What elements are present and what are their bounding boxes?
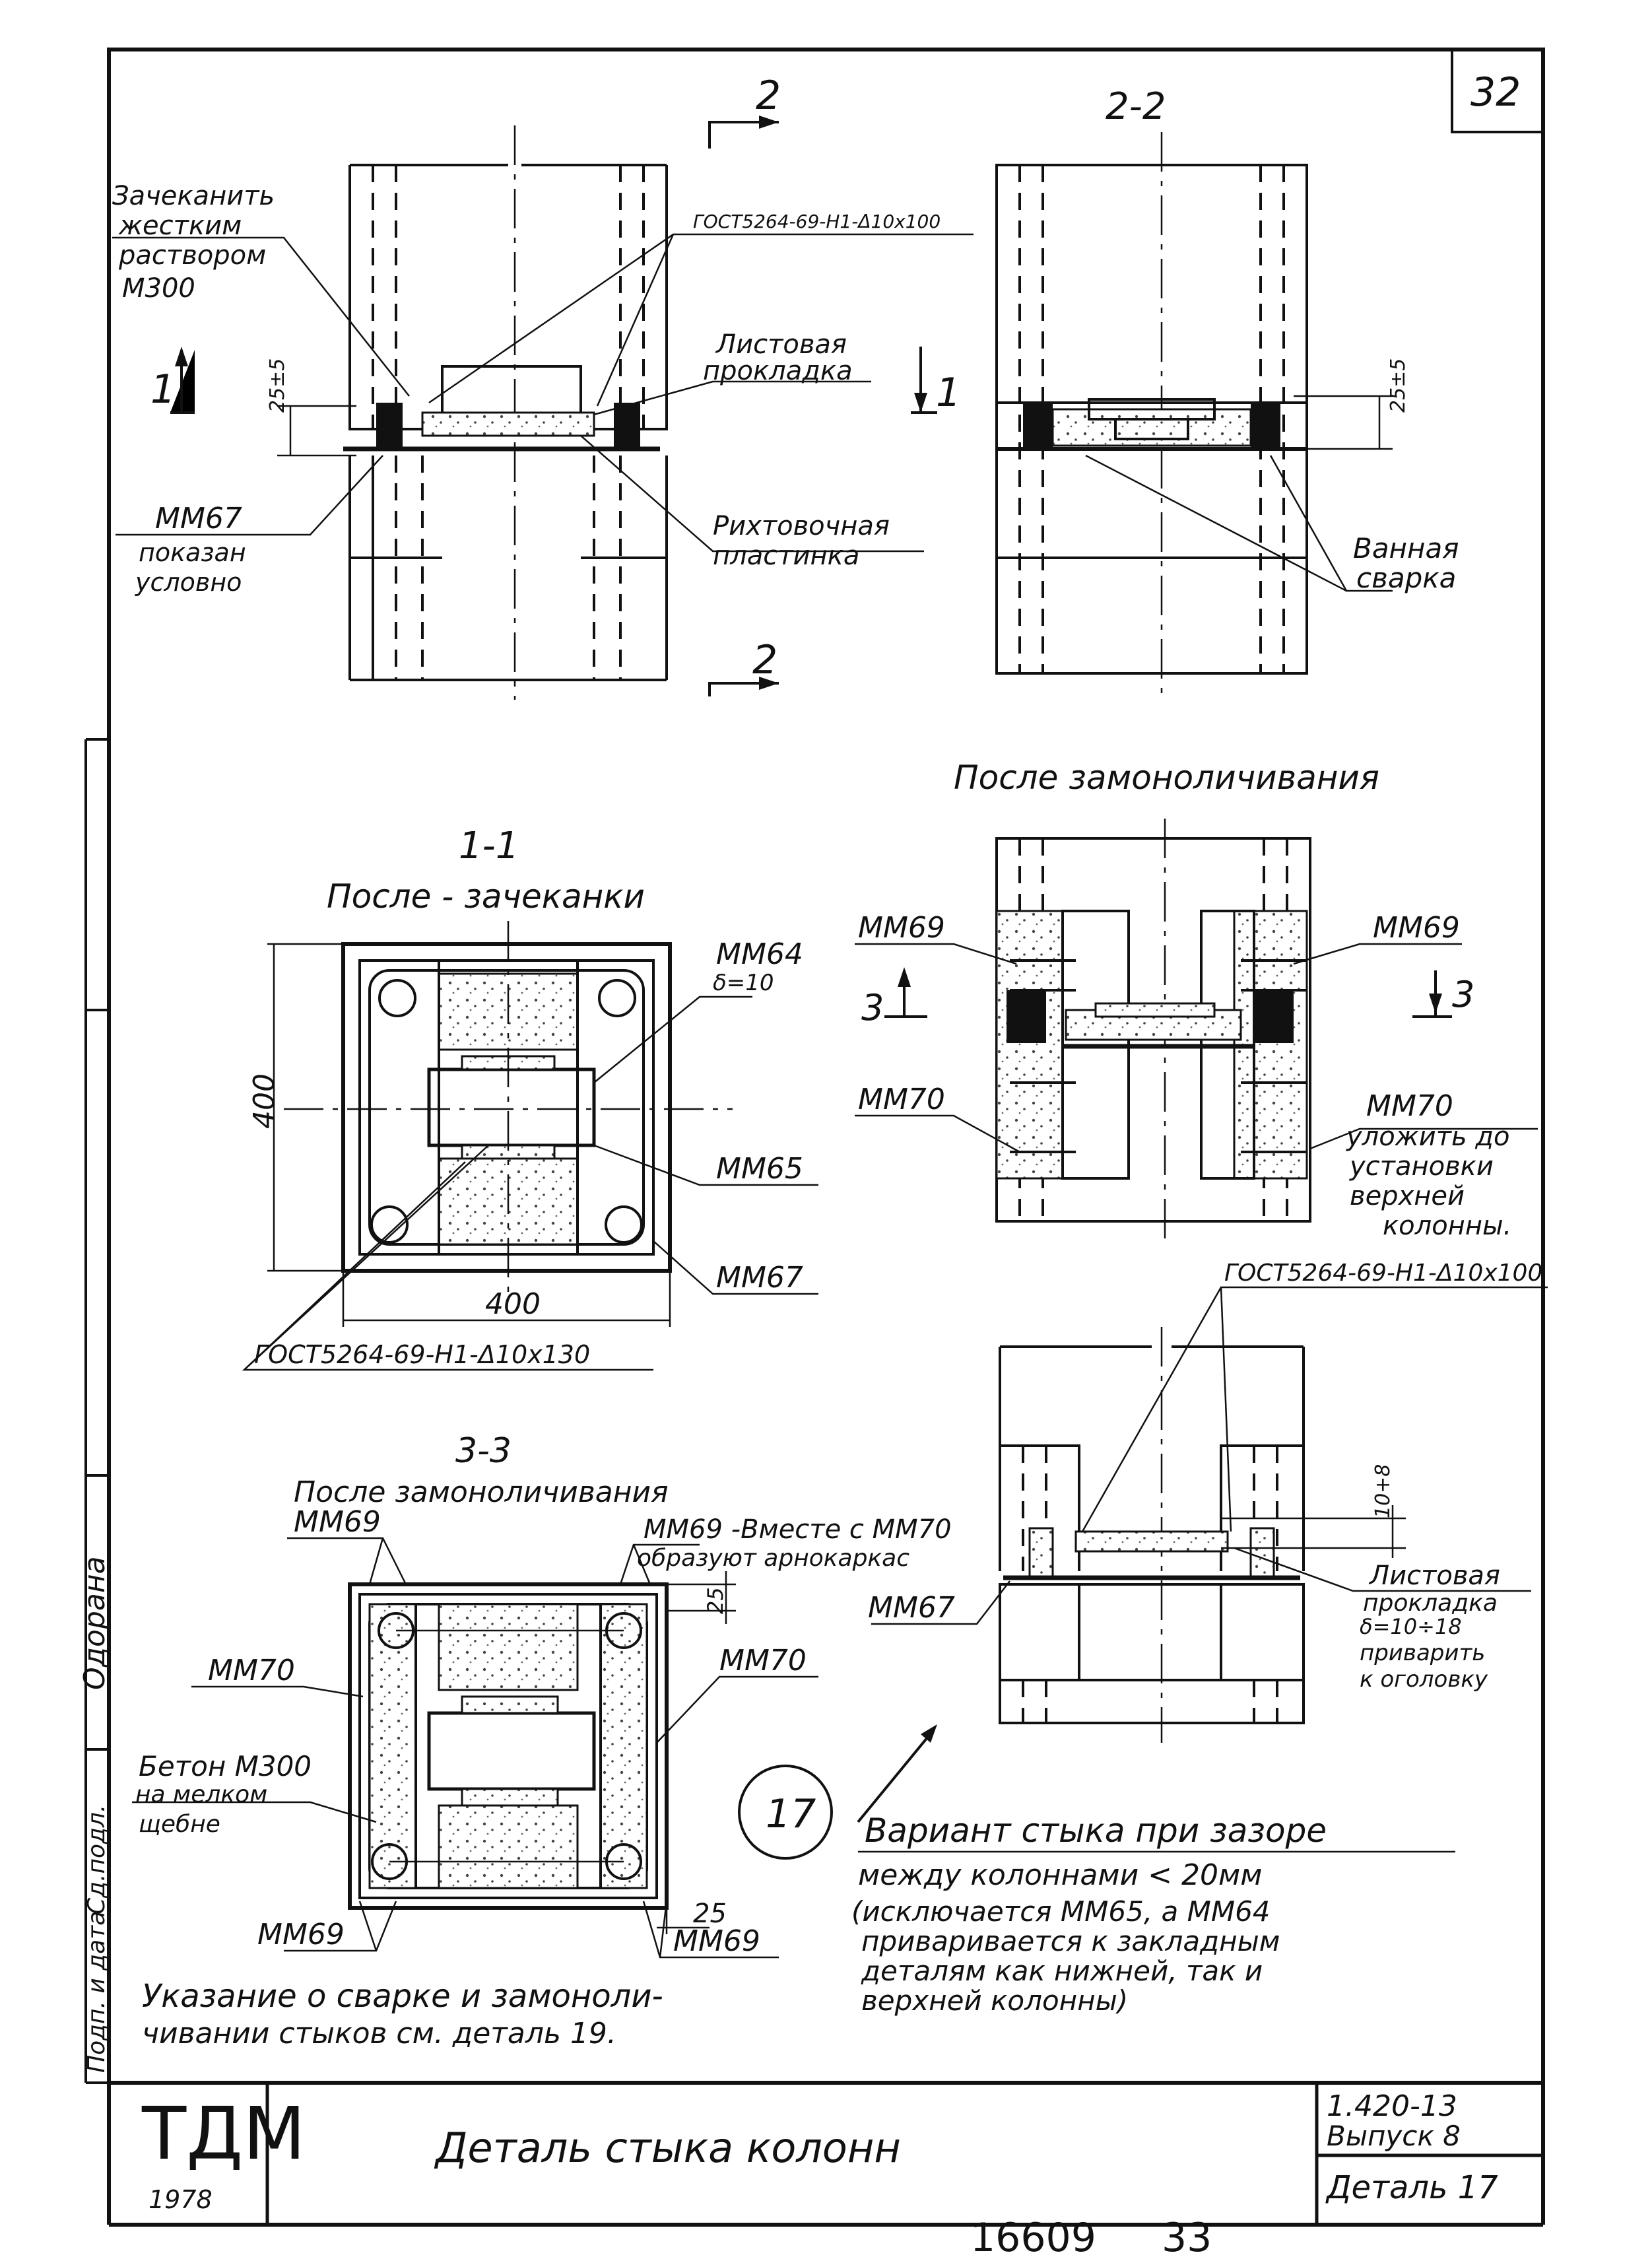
- variant-note-heading: Вариант стыка при зазоре: [865, 1811, 1327, 1850]
- section-3-3-mm69-note-1: ММ69 -Вместе с ММ70: [644, 1514, 952, 1545]
- variant-pad-4: приварить: [1360, 1640, 1485, 1666]
- section-1-1-mm64-thk: δ=10: [713, 970, 774, 996]
- section-3-3-plan: [132, 1537, 818, 1959]
- label-sheet-pad-2: прокладка: [703, 356, 853, 386]
- side-label-2: Сд.подл.: [83, 1805, 110, 1914]
- section-3-3-dim-25-top: 25: [703, 1587, 728, 1614]
- section-1-1-gost: ГОСТ5264-69-Н1-Δ10х130: [254, 1340, 590, 1369]
- detail-number-circle: [738, 1765, 833, 1860]
- monolith-mm69-left: ММ69: [858, 911, 945, 945]
- label-caulk-3: раствором: [118, 240, 266, 271]
- label-mm67-3: условно: [135, 568, 242, 597]
- section-3-3-mm70-left: ММ70: [208, 1654, 295, 1687]
- title-block-org: ТДМ: [141, 2091, 306, 2176]
- bottom-stamp-page: 33: [1162, 2215, 1212, 2261]
- variant-note-line-3: приваривается к закладным: [861, 1925, 1280, 1957]
- monolith-mm69-right: ММ69: [1373, 911, 1460, 945]
- section-3-3-title: 3-3: [455, 1431, 512, 1471]
- label-sheet-pad-1: Листовая: [715, 329, 847, 360]
- view-right-weld-1: Ванная: [1353, 532, 1459, 564]
- label-caulk-2: жестким: [118, 211, 242, 241]
- section-3-3-mm70-right: ММ70: [719, 1644, 807, 1677]
- title-block: [107, 2081, 1545, 2227]
- variant-gap: 10+8: [1371, 1464, 1395, 1518]
- section-mark-2-top-label: 2: [756, 73, 781, 119]
- label-caulk-1: Зачеканить: [112, 181, 275, 211]
- detail-number: 17: [766, 1791, 816, 1837]
- section-mark-2-bottom: [708, 677, 779, 696]
- side-label-3: Подп. и дата: [83, 1911, 110, 2073]
- section-3-3-concrete-1: Бетон М300: [139, 1750, 312, 1782]
- view-left-column-joint: [112, 125, 974, 700]
- title-block-series: 1.420-13: [1327, 2089, 1457, 2123]
- section-1-1-plan: [242, 921, 818, 1371]
- sheet-number: 32: [1470, 69, 1521, 116]
- label-shim-2: пластинка: [713, 541, 859, 571]
- section-mark-1-left: [170, 347, 195, 414]
- variant-note-line-4: деталям как нижней, так и: [861, 1955, 1263, 1987]
- view-monolith-title: После замоноличивания: [954, 759, 1379, 797]
- title-block-detail: Деталь 17: [1325, 2169, 1498, 2206]
- section-3-3-subtitle: После замоноличивания: [294, 1475, 669, 1509]
- view-right-weld-2: сварка: [1356, 562, 1456, 594]
- view-variant-column-joint: [857, 1286, 1548, 1823]
- label-shim-1: Рихтовочная: [713, 511, 890, 541]
- view-monolith-column-joint: [855, 819, 1538, 1244]
- view-right-column-joint: [995, 132, 1393, 700]
- variant-pad-3: δ=10÷18: [1360, 1614, 1462, 1639]
- view-right-gap: 25±5: [1387, 358, 1410, 413]
- bottom-stamp: 16609: [970, 2215, 1096, 2261]
- side-label-1: Одорана: [78, 1556, 112, 1690]
- title-block-issue: Выпуск 8: [1327, 2120, 1461, 2152]
- section-1-1-mm67: ММ67: [716, 1261, 803, 1295]
- variant-pad-5: к оголовку: [1360, 1666, 1488, 1693]
- section-3-3-concrete-3: щебне: [139, 1811, 220, 1838]
- variant-mm67: ММ67: [868, 1591, 955, 1625]
- section-mark-1-right-label: 1: [936, 370, 961, 416]
- variant-note-line-5: верхней колонны): [861, 1984, 1128, 2017]
- variant-pad-2: прокладка: [1363, 1590, 1498, 1617]
- section-mark-2-bottom-label: 2: [752, 637, 777, 683]
- variant-gost: ГОСТ5264-69-Н1-Δ10х100: [1224, 1260, 1542, 1287]
- monolith-mm70-right-4: верхней: [1350, 1181, 1465, 1211]
- section-3-3-concrete-2: на мелком: [135, 1781, 267, 1808]
- variant-pad-1: Листовая: [1368, 1561, 1500, 1591]
- section-mark-1-left-label: 1: [150, 366, 176, 413]
- monolith-mm70-right-1: ММ70: [1366, 1089, 1453, 1123]
- section-mark-1-right: [911, 347, 937, 414]
- instruction-line-1: Указание о сварке и замоноли-: [142, 1978, 663, 2015]
- section-1-1-subtitle: После - зачеканки: [327, 877, 645, 916]
- monolith-mm70-right-3: установки: [1349, 1151, 1494, 1182]
- monolith-mm70-right-2: уложить до: [1346, 1122, 1509, 1152]
- section-1-1-mm64: ММ64: [716, 937, 803, 971]
- section-1-1-title: 1-1: [459, 825, 519, 867]
- section-3-3-mm69-bottom-left: ММ69: [257, 1918, 345, 1951]
- title-block-title: Деталь стыка колонн: [434, 2124, 901, 2172]
- section-1-1-dim-horizontal: 400: [485, 1287, 541, 1321]
- label-gap-left: 25±5: [266, 358, 289, 413]
- label-caulk-4: М300: [122, 273, 195, 304]
- section-3-3-mm69-bottom-right: ММ69: [673, 1924, 760, 1958]
- view-right-title: 2-2: [1106, 85, 1166, 128]
- section-mark-2-top: [708, 116, 779, 149]
- section-1-1-dim-vertical: 400: [248, 1073, 281, 1129]
- monolith-mm70-left: ММ70: [858, 1083, 945, 1116]
- section-3-3-dim-25-bottom: 25: [693, 1899, 727, 1929]
- label-mm67-2: показан: [139, 538, 246, 567]
- monolith-section-mark-left: 3: [861, 987, 884, 1029]
- label-gost-plate: ГОСТ5264-69-Н1-Δ10х100: [693, 211, 941, 232]
- section-1-1-mm65: ММ65: [716, 1152, 803, 1186]
- monolith-mm70-right-5: колонны.: [1383, 1211, 1511, 1241]
- label-mm67-1: ММ67: [155, 502, 242, 535]
- section-3-3-mm69-top: ММ69: [294, 1505, 381, 1539]
- title-block-year: 1978: [149, 2185, 213, 2214]
- variant-note-line-1: между колоннами < 20мм: [858, 1858, 1262, 1892]
- section-3-3-mm69-note-2: образуют арнокаркас: [637, 1545, 909, 1572]
- variant-note-line-2: (исключается ММ65, а ММ64: [851, 1895, 1271, 1928]
- instruction-line-2: чивании стыков см. деталь 19.: [142, 2017, 616, 2050]
- monolith-section-mark-right: 3: [1452, 974, 1474, 1015]
